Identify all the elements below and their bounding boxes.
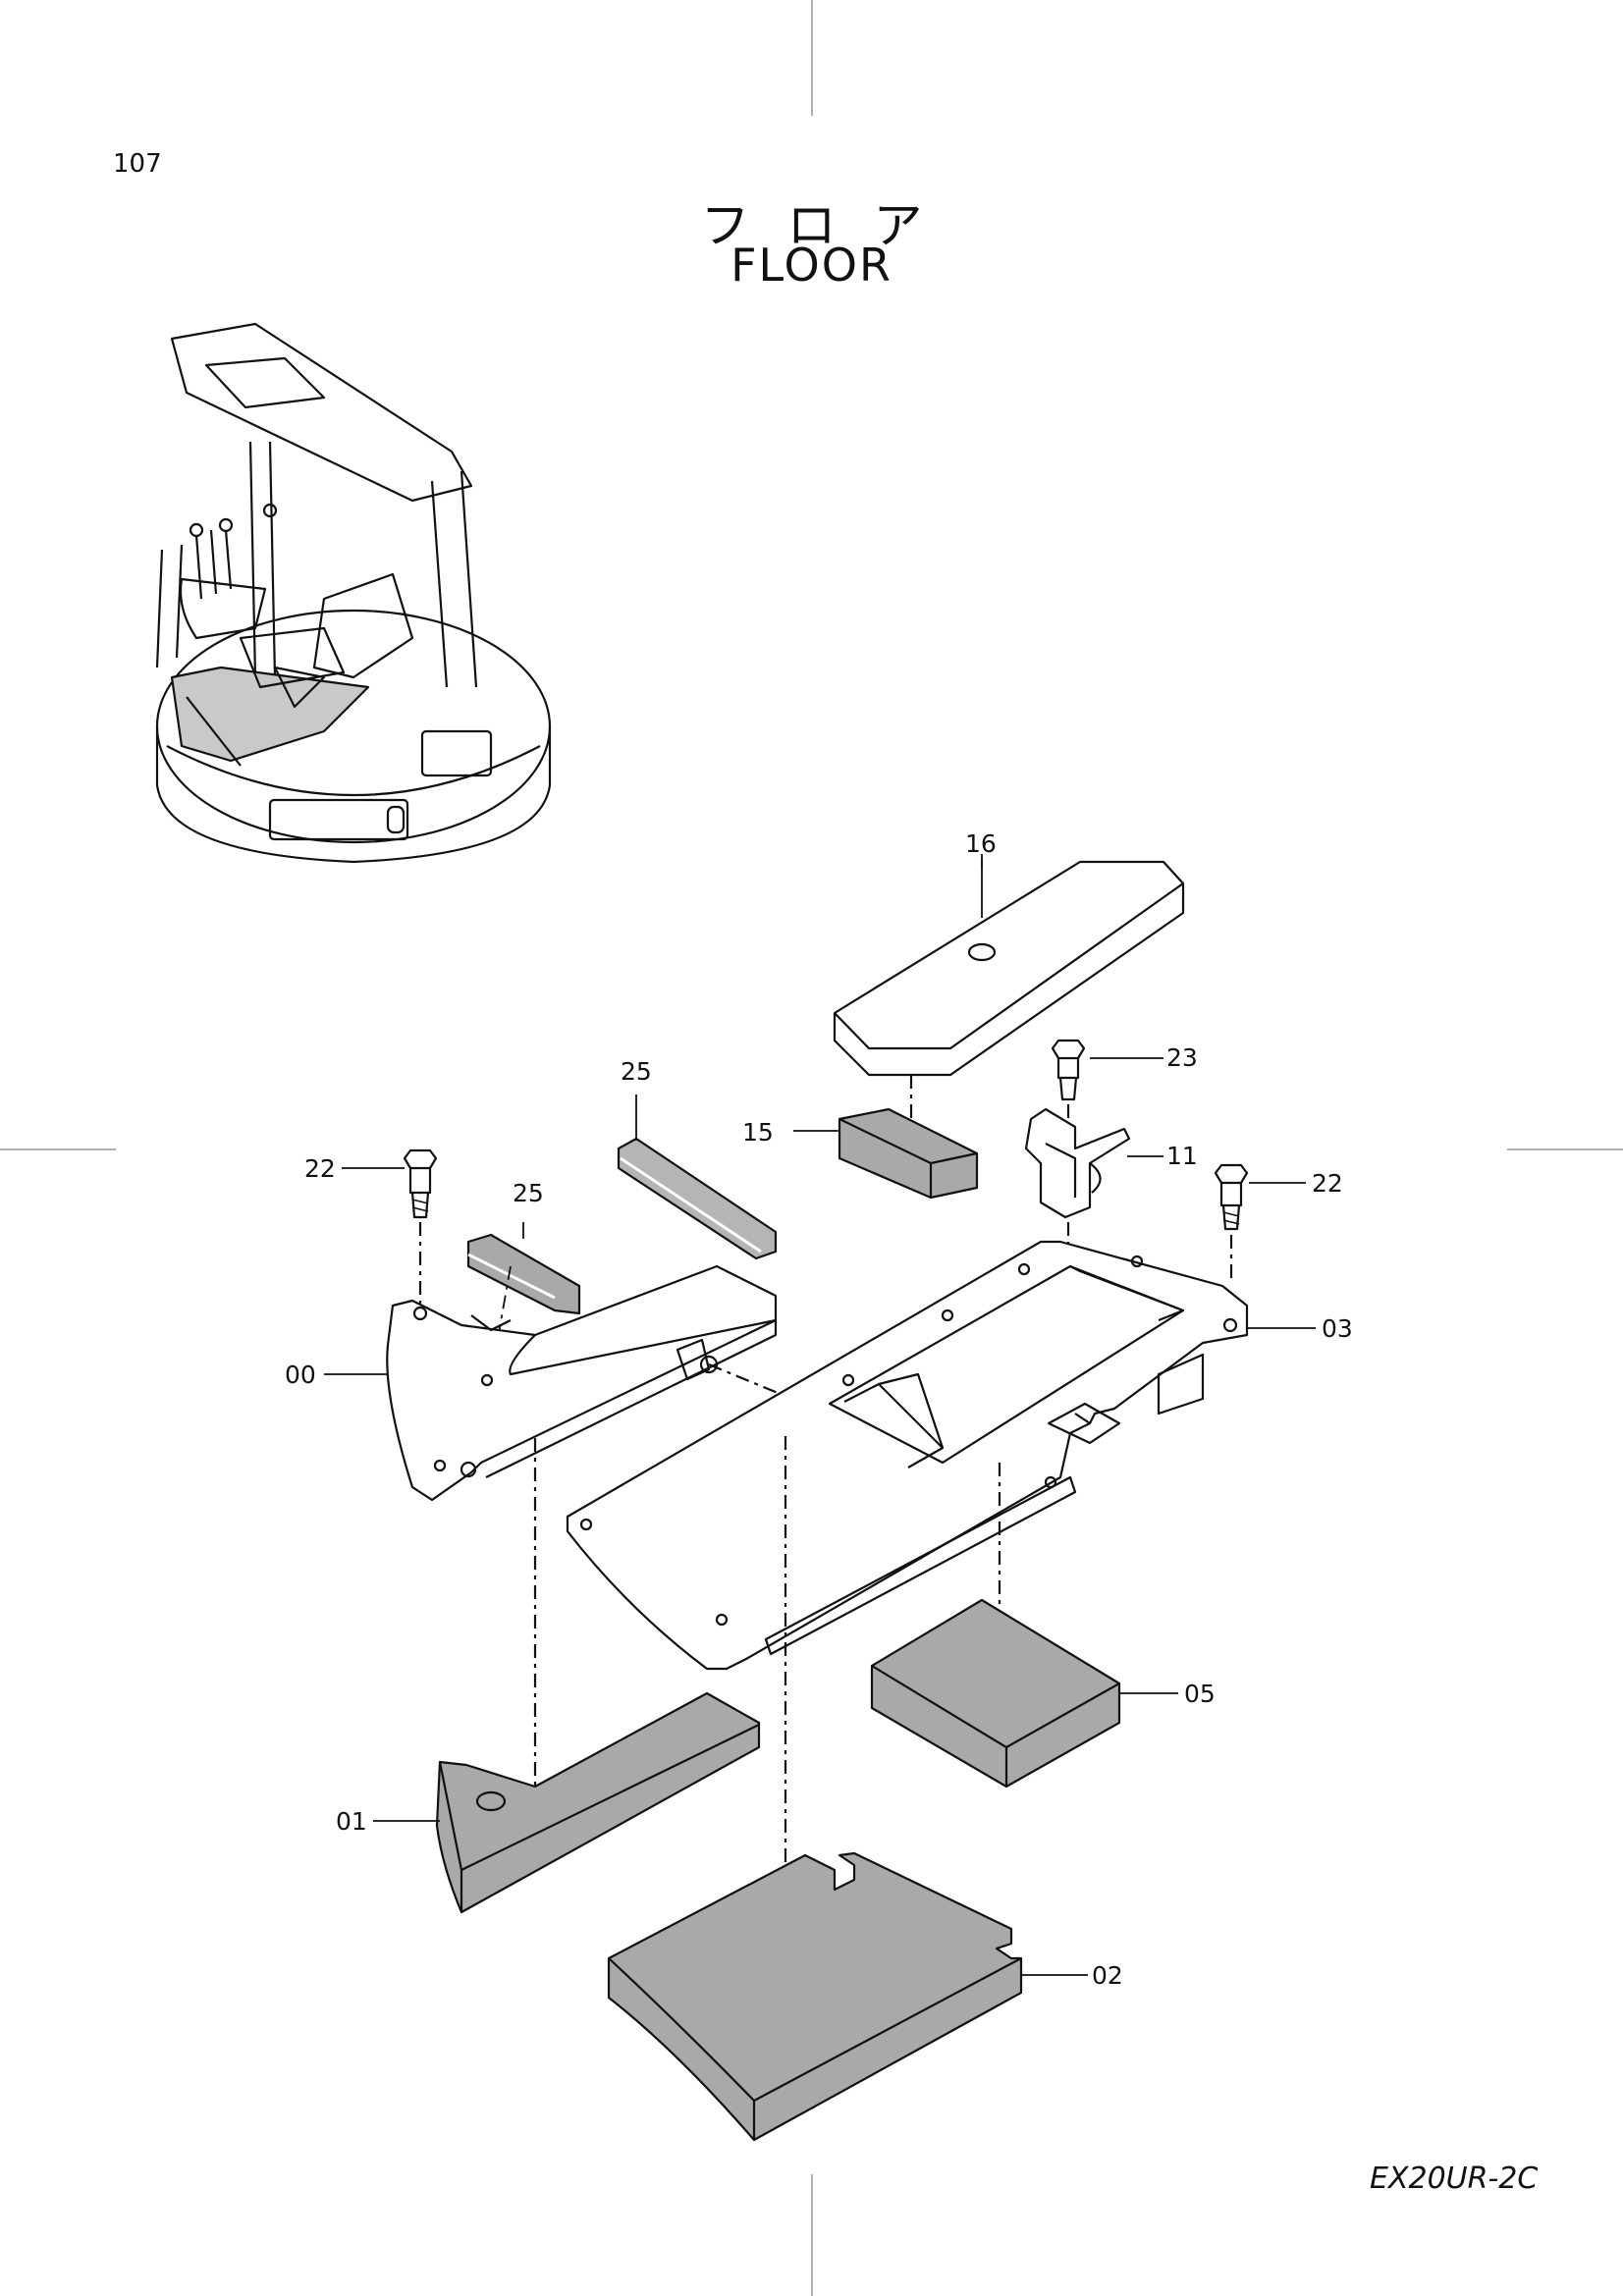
page-title: FLOOR [730, 239, 893, 292]
callout-22-right: 22 [1312, 1169, 1343, 1198]
callout-00: 00 [285, 1361, 316, 1389]
part-05-square-pad [870, 1598, 1121, 1789]
crop-mark-top [811, 0, 813, 116]
page-number: 107 [113, 149, 162, 179]
part-11-bracket-clip [1024, 1107, 1131, 1219]
part-25-edge-trim-lower [466, 1233, 581, 1351]
crop-mark-bottom [811, 2174, 813, 2296]
machine-overview-illustration [155, 322, 552, 864]
crop-mark-left [0, 1148, 116, 1150]
callout-labels: 16 25 15 23 11 22 25 22 03 00 05 01 02 [285, 829, 1353, 1990]
callout-22-left: 22 [304, 1154, 336, 1183]
part-00-left-floor-plate [386, 1264, 840, 1811]
part-15-small-pad [838, 1107, 979, 1200]
leader-lines [324, 854, 1316, 1976]
callout-03: 03 [1322, 1314, 1353, 1343]
part-02-floor-mat [607, 1851, 1023, 2142]
model-code: EX20UR-2C [1370, 2162, 1539, 2196]
callout-02: 02 [1092, 1961, 1123, 1990]
callout-01: 01 [336, 1807, 367, 1836]
part-16-cover-plate [833, 859, 1185, 1119]
callout-15: 15 [742, 1118, 774, 1147]
callout-25-upper: 25 [621, 1057, 652, 1086]
callout-05: 05 [1184, 1680, 1216, 1708]
callout-23: 23 [1166, 1043, 1198, 1072]
callout-25-lower: 25 [513, 1179, 544, 1207]
callout-11: 11 [1166, 1142, 1198, 1170]
part-25-edge-trim-upper [617, 1129, 778, 1260]
part-22-bolt-right [1214, 1163, 1249, 1281]
crop-mark-right [1507, 1148, 1623, 1150]
part-22-bolt-left [403, 1148, 438, 1306]
callout-16: 16 [965, 829, 997, 858]
part-03-main-floor-plate [566, 1240, 1249, 1983]
part-01-left-pad [435, 1691, 761, 1914]
page-title-japanese: フロア [700, 197, 960, 254]
